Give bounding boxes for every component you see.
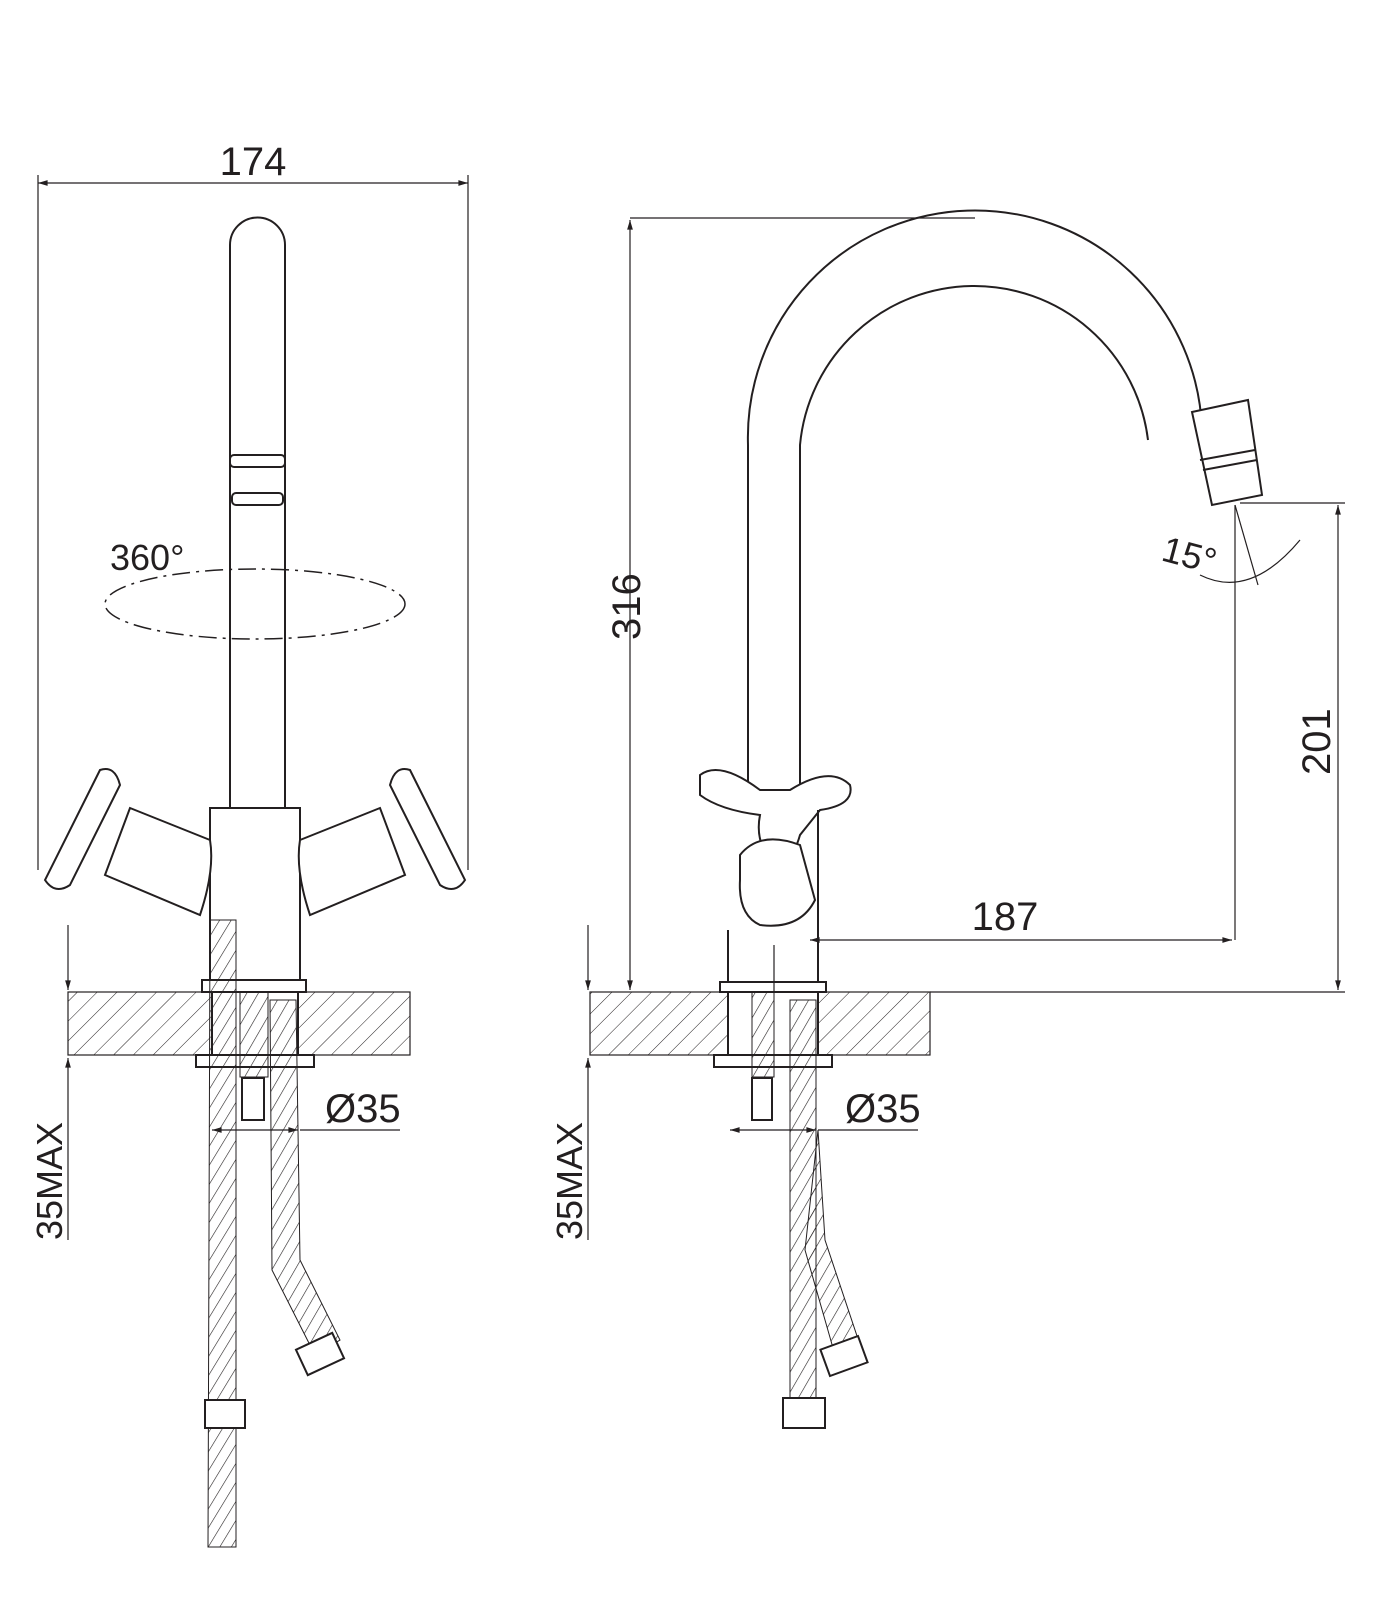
hose-left	[207, 919, 237, 1548]
hole-diameter-label: Ø35	[325, 1087, 401, 1131]
height-label: 316	[605, 573, 649, 640]
mounting-stud	[239, 991, 269, 1078]
right-valve-housing	[297, 806, 407, 917]
side-view: 316 15° 187 201 Ø35	[549, 209, 1345, 1429]
mounting-stud	[751, 991, 775, 1078]
aerator-ring	[231, 492, 284, 506]
hose-fitting	[782, 1397, 826, 1429]
spout-nozzle	[1190, 398, 1264, 507]
counter-thickness-label: 35MAX	[29, 1122, 70, 1240]
cross-handle	[699, 769, 852, 864]
front-view: 174 360° Ø35 35MAX	[29, 140, 469, 1548]
aerator-ring	[229, 454, 286, 468]
nut	[751, 1077, 773, 1121]
hose-fitting	[204, 1399, 246, 1429]
spout-outer	[746, 209, 1203, 810]
rotation-arc	[104, 568, 406, 640]
outlet-height-label: 201	[1295, 708, 1339, 775]
spout	[229, 216, 286, 811]
base-flange	[719, 981, 827, 993]
counter-thickness-label: 35MAX	[549, 1122, 590, 1240]
spout-inner	[799, 285, 1149, 810]
spout-angle-label: 15°	[1158, 528, 1221, 582]
aerator-ring	[1202, 459, 1258, 471]
right-handle	[388, 768, 467, 890]
hose-fitting	[294, 1331, 346, 1377]
aerator-ring	[1199, 449, 1256, 461]
angle-arc	[1199, 539, 1301, 583]
hose-fitting	[819, 1334, 869, 1378]
rotation-label: 360°	[110, 537, 184, 578]
tilt-axis-line	[1234, 504, 1259, 586]
hose-right	[269, 999, 341, 1356]
valve-body	[738, 838, 817, 927]
width-label: 174	[220, 140, 287, 184]
hole-diameter-label: Ø35	[845, 1087, 921, 1131]
left-handle	[43, 768, 122, 890]
reach-label: 187	[972, 895, 1039, 939]
left-valve-housing	[103, 806, 213, 917]
nut	[241, 1077, 265, 1121]
